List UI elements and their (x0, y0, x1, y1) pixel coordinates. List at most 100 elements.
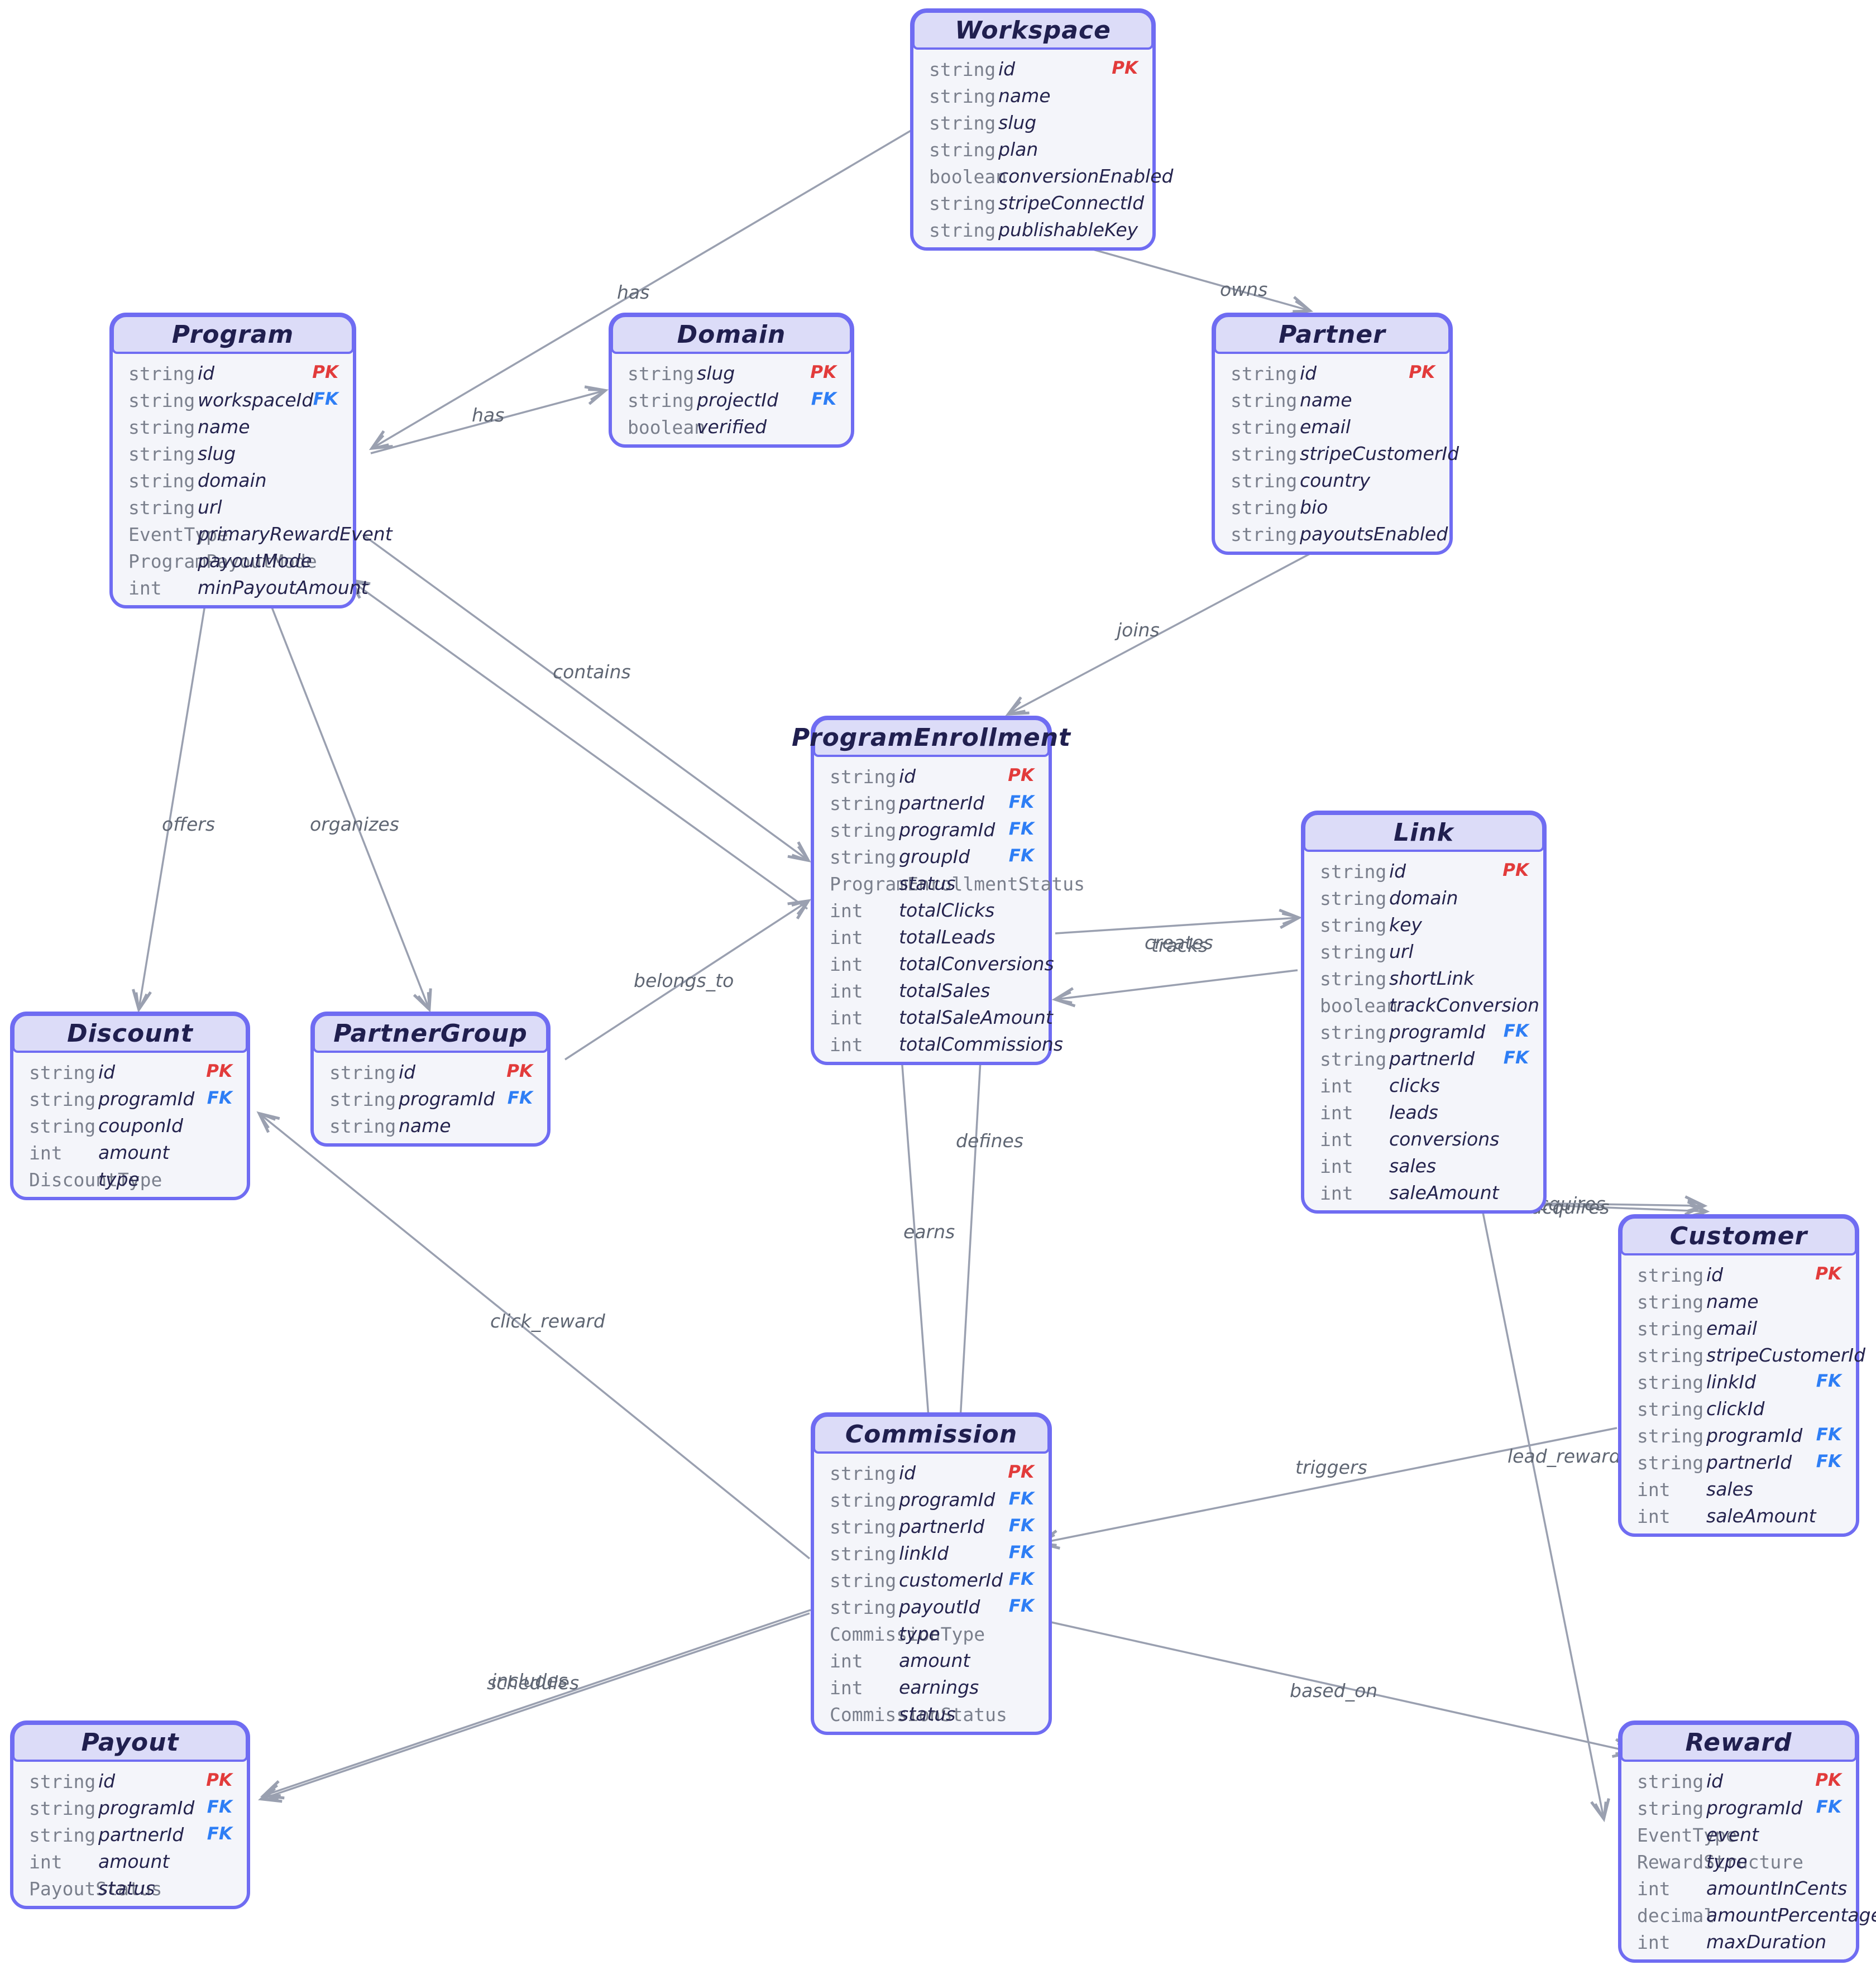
attribute-name: conversionEnabled (998, 165, 1174, 187)
attribute-type: string (1231, 470, 1298, 492)
attribute-row: string programId FK (13, 1794, 247, 1821)
entity-title: Workspace (955, 16, 1111, 45)
attribute-key-badge: FK (1008, 1569, 1034, 1589)
attribute-type: string (830, 1570, 897, 1592)
attribute-type: string (1320, 968, 1387, 990)
entity-box-commission: Commission string id PK string programId… (811, 1412, 1052, 1735)
attribute-key-badge: FK (1008, 1516, 1034, 1536)
attribute-row: string id PK (913, 55, 1152, 82)
attribute-type: string (128, 363, 195, 385)
attribute-type: string (1320, 914, 1387, 936)
attribute-rows: string id PK string name string slug str… (913, 55, 1173, 243)
entity-box-partner: Partner string id PK string name string … (1212, 313, 1459, 555)
attribute-key-badge: FK (1816, 1451, 1841, 1472)
relationship-line-commission-reward (1036, 1618, 1636, 1758)
entity-header: Program (112, 315, 354, 354)
attribute-name: status (899, 873, 956, 894)
attribute-type: string (830, 819, 897, 841)
attribute-name: name (198, 416, 250, 438)
attribute-row: string programId FK (1621, 1794, 1856, 1821)
attribute-row: EventType primaryRewardEvent (113, 520, 393, 547)
entity-title: ProgramEnrollment (791, 723, 1071, 752)
relationship-line-commission-discount (256, 1111, 811, 1560)
attribute-type: string (1231, 416, 1298, 438)
attribute-name: publishableKey (998, 219, 1138, 241)
attribute-key-badge: PK (506, 1061, 533, 1081)
attribute-type: string (1320, 941, 1387, 963)
attribute-row: string slug (913, 109, 1152, 136)
attribute-name: groupId (899, 846, 970, 868)
attribute-row: int saleAmount (1304, 1179, 1543, 1206)
attribute-row: string country (1215, 467, 1449, 493)
attribute-row: string partnerId FK (13, 1821, 247, 1848)
entity-header: Discount (12, 1014, 248, 1053)
attribute-row: string programId FK (314, 1085, 547, 1112)
attribute-row: string name (314, 1112, 547, 1139)
attribute-type: string (1637, 1425, 1704, 1447)
attribute-type: string (29, 1798, 96, 1819)
attribute-name: maxDuration (1706, 1931, 1827, 1953)
attribute-name: amount (98, 1142, 170, 1163)
attribute-name: stripeCustomerId (1706, 1344, 1866, 1366)
attribute-row: string key (1304, 911, 1543, 938)
entity-title: Partner (1279, 320, 1386, 349)
attribute-key-badge: PK (206, 1061, 232, 1081)
attribute-type: ProgramPayoutMode (128, 550, 317, 572)
attribute-row: string id PK (1621, 1767, 1856, 1794)
attribute-type: boolean (628, 416, 706, 438)
attribute-type: string (929, 219, 996, 241)
attribute-type: string (830, 1489, 897, 1511)
attribute-key-badge: FK (1008, 1489, 1034, 1509)
attribute-type: int (830, 1034, 863, 1056)
attribute-type: int (128, 577, 162, 599)
attribute-name: sales (1706, 1478, 1754, 1500)
attribute-key-badge: FK (207, 1824, 232, 1844)
relationship-line-program-programenrollment (362, 534, 811, 862)
attribute-name: partnerId (1706, 1451, 1792, 1473)
attribute-name: totalCommissions (899, 1033, 1064, 1055)
attribute-row: string name (1215, 386, 1449, 413)
entity-header: Workspace (912, 11, 1154, 50)
entity-box-program: Program string id PK string workspaceId … (109, 313, 393, 608)
attribute-type: string (329, 1089, 396, 1110)
attribute-type: EventType (1637, 1824, 1737, 1846)
attribute-row: string id PK (1621, 1261, 1856, 1288)
attribute-type: int (1320, 1156, 1353, 1177)
attribute-name: shortLink (1389, 967, 1475, 989)
attribute-name: programId (899, 1489, 996, 1511)
attribute-name: partnerId (899, 1516, 985, 1537)
attribute-row: string name (913, 82, 1152, 109)
attribute-name: id (399, 1061, 416, 1083)
attribute-row: ProgramPayoutMode payoutMode (113, 547, 353, 574)
attribute-name: customerId (899, 1569, 1003, 1591)
relationship-line-programenrollment-link (1055, 908, 1303, 934)
attribute-row: int clicks (1304, 1072, 1543, 1099)
attribute-rows: string id PK string name string email st… (1215, 360, 1459, 547)
attribute-row: string stripeCustomerId (1621, 1341, 1865, 1368)
attribute-row: string slug PK (612, 360, 851, 386)
relationship-label: offers (162, 813, 215, 835)
attribute-row: string stripeCustomerId (1215, 440, 1459, 467)
entity-header: PartnerGroup (313, 1014, 548, 1053)
attribute-row: int amount (13, 1848, 247, 1875)
attribute-type: string (830, 1597, 897, 1618)
attribute-row: string id PK (13, 1767, 247, 1794)
entity-header: Domain (611, 315, 852, 354)
relationship-label: contains (553, 661, 631, 683)
attribute-name: payoutId (899, 1596, 980, 1618)
attribute-name: country (1300, 469, 1371, 491)
entity-box-customer: Customer string id PK string name string… (1618, 1214, 1865, 1537)
attribute-row: string email (1621, 1315, 1856, 1341)
attribute-row: string programId FK (814, 816, 1049, 843)
relationship-label: lead_reward (1508, 1445, 1621, 1467)
attribute-row: int earnings (814, 1674, 1049, 1700)
attribute-row: int leads (1304, 1099, 1543, 1125)
attribute-name: id (198, 362, 215, 384)
attribute-key-badge: PK (810, 362, 836, 382)
attribute-type: string (329, 1062, 396, 1084)
attribute-type: string (1637, 1345, 1704, 1367)
attribute-rows: string id PK string programId FK string … (13, 1058, 247, 1192)
attribute-row: int maxDuration (1621, 1928, 1856, 1955)
